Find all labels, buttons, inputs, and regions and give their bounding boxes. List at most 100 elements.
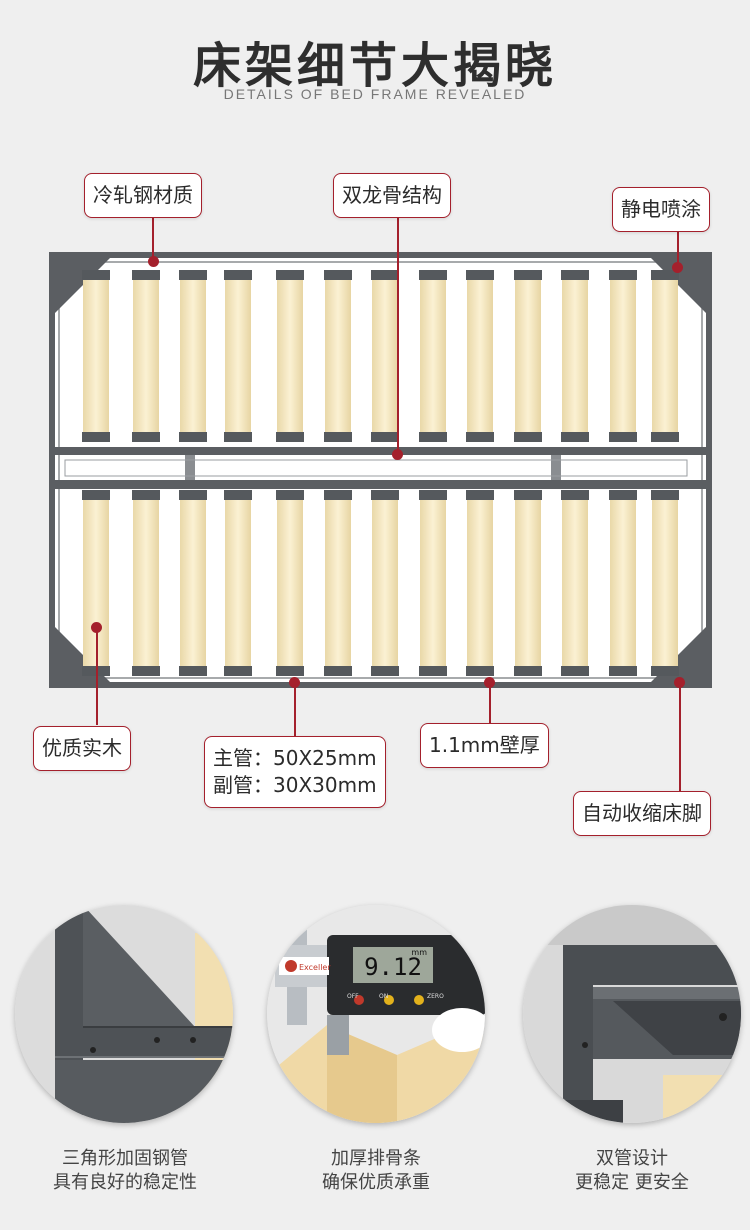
slat-end-cap xyxy=(132,270,160,280)
slat-end-cap xyxy=(276,270,304,280)
bed-frame-illustration xyxy=(49,252,712,688)
slat-end-cap xyxy=(609,490,637,500)
callout-tube-specs: 主管：50X25mm 副管：30X30mm xyxy=(204,736,386,808)
slat-end-cap xyxy=(371,490,399,500)
slat-end-cap xyxy=(466,432,494,442)
bed-slat xyxy=(180,278,206,434)
slat-end-cap xyxy=(371,270,399,280)
callout-quality-wood: 优质实木 xyxy=(33,726,131,771)
bed-slat xyxy=(562,278,588,434)
bed-slat xyxy=(225,498,251,668)
detail-photo-double-tube xyxy=(523,905,741,1123)
bed-slat xyxy=(420,278,446,434)
slat-end-cap xyxy=(514,666,542,676)
bed-slat xyxy=(277,498,303,668)
caliper-brand: Exceller xyxy=(299,963,331,972)
bed-slat xyxy=(515,278,541,434)
slat-end-cap xyxy=(324,666,352,676)
page-title: 床架细节大揭晓 xyxy=(192,38,557,94)
bed-slat xyxy=(562,498,588,668)
leader-line xyxy=(679,685,681,791)
slat-end-cap xyxy=(132,666,160,676)
slat-end-cap xyxy=(609,666,637,676)
caption-line: 三角形加固钢管 xyxy=(62,1148,188,1169)
slat-end-cap xyxy=(371,432,399,442)
marker-dot xyxy=(392,449,403,460)
slat-end-cap xyxy=(179,432,207,442)
slat-end-cap xyxy=(324,432,352,442)
bed-slat xyxy=(610,498,636,668)
leader-line xyxy=(152,212,154,262)
detail-photo-caliper: 9.12 mm OFF ON ZERO Exceller xyxy=(267,905,485,1123)
caliper-on-label: ON xyxy=(379,993,388,1000)
slat-end-cap xyxy=(132,432,160,442)
marker-dot xyxy=(91,622,102,633)
marker-dot xyxy=(672,262,683,273)
slat-end-cap xyxy=(224,666,252,676)
caliper-zero-label: ZERO xyxy=(427,993,444,1000)
bed-slat xyxy=(372,278,398,434)
bed-slat xyxy=(652,498,678,668)
detail-photo-triangle xyxy=(15,905,233,1123)
slat-end-cap xyxy=(561,432,589,442)
caption-line: 具有良好的稳定性 xyxy=(53,1172,197,1194)
slat-end-cap xyxy=(561,490,589,500)
bed-slat xyxy=(372,498,398,668)
slat-end-cap xyxy=(224,270,252,280)
leader-line xyxy=(96,630,98,725)
bed-slat xyxy=(467,278,493,434)
slat-end-cap xyxy=(651,490,679,500)
slat-end-cap xyxy=(371,666,399,676)
slat-end-cap xyxy=(82,432,110,442)
callout-double-keel: 双龙骨结构 xyxy=(333,173,451,218)
caliper-reading: 9.12 xyxy=(364,953,422,981)
leader-line xyxy=(397,212,399,452)
slat-end-cap xyxy=(514,490,542,500)
slat-end-cap xyxy=(224,432,252,442)
slat-end-cap xyxy=(276,432,304,442)
leader-line xyxy=(677,228,679,266)
marker-dot xyxy=(148,256,159,267)
caption-line: 更稳定 更安全 xyxy=(575,1172,689,1194)
caliper-unit: mm xyxy=(411,948,427,957)
slat-end-cap xyxy=(561,270,589,280)
slat-end-cap xyxy=(276,666,304,676)
bed-slat xyxy=(180,498,206,668)
slat-end-cap xyxy=(419,432,447,442)
callout-sub-tube: 副管：30X30mm xyxy=(213,773,377,797)
slat-end-cap xyxy=(132,490,160,500)
slat-end-cap xyxy=(514,432,542,442)
slat-end-cap xyxy=(466,666,494,676)
slat-end-cap xyxy=(324,270,352,280)
caption-line: 确保优质承重 xyxy=(322,1172,430,1194)
slat-end-cap xyxy=(276,490,304,500)
slat-end-cap xyxy=(651,270,679,280)
slat-end-cap xyxy=(224,490,252,500)
caption-line: 加厚排骨条 xyxy=(331,1148,421,1169)
marker-dot xyxy=(484,677,495,688)
caption-line: 双管设计 xyxy=(596,1148,668,1169)
bed-slat xyxy=(277,278,303,434)
callout-wall-thickness: 1.1mm壁厚 xyxy=(420,723,549,768)
bed-slat xyxy=(325,498,351,668)
callout-electrostatic-spray: 静电喷涂 xyxy=(612,187,710,232)
bed-slat xyxy=(133,498,159,668)
slat-end-cap xyxy=(561,666,589,676)
slat-end-cap xyxy=(82,490,110,500)
detail-caption-triangle: 三角形加固钢管 具有良好的稳定性 xyxy=(5,1147,245,1196)
slat-end-cap xyxy=(419,666,447,676)
leader-line xyxy=(489,685,491,723)
callout-retract-legs: 自动收缩床脚 xyxy=(573,791,711,836)
marker-dot xyxy=(289,677,300,688)
caliper-off-label: OFF xyxy=(347,993,359,1000)
slat-end-cap xyxy=(609,270,637,280)
bed-slat xyxy=(420,498,446,668)
bed-slat xyxy=(83,278,109,434)
slat-end-cap xyxy=(466,270,494,280)
bed-slat xyxy=(515,498,541,668)
slat-end-cap xyxy=(179,490,207,500)
slat-end-cap xyxy=(179,666,207,676)
bed-slat xyxy=(652,278,678,434)
page-subtitle: DETAILS OF BED FRAME REVEALED xyxy=(223,86,527,102)
callout-main-tube: 主管：50X25mm xyxy=(213,746,377,770)
